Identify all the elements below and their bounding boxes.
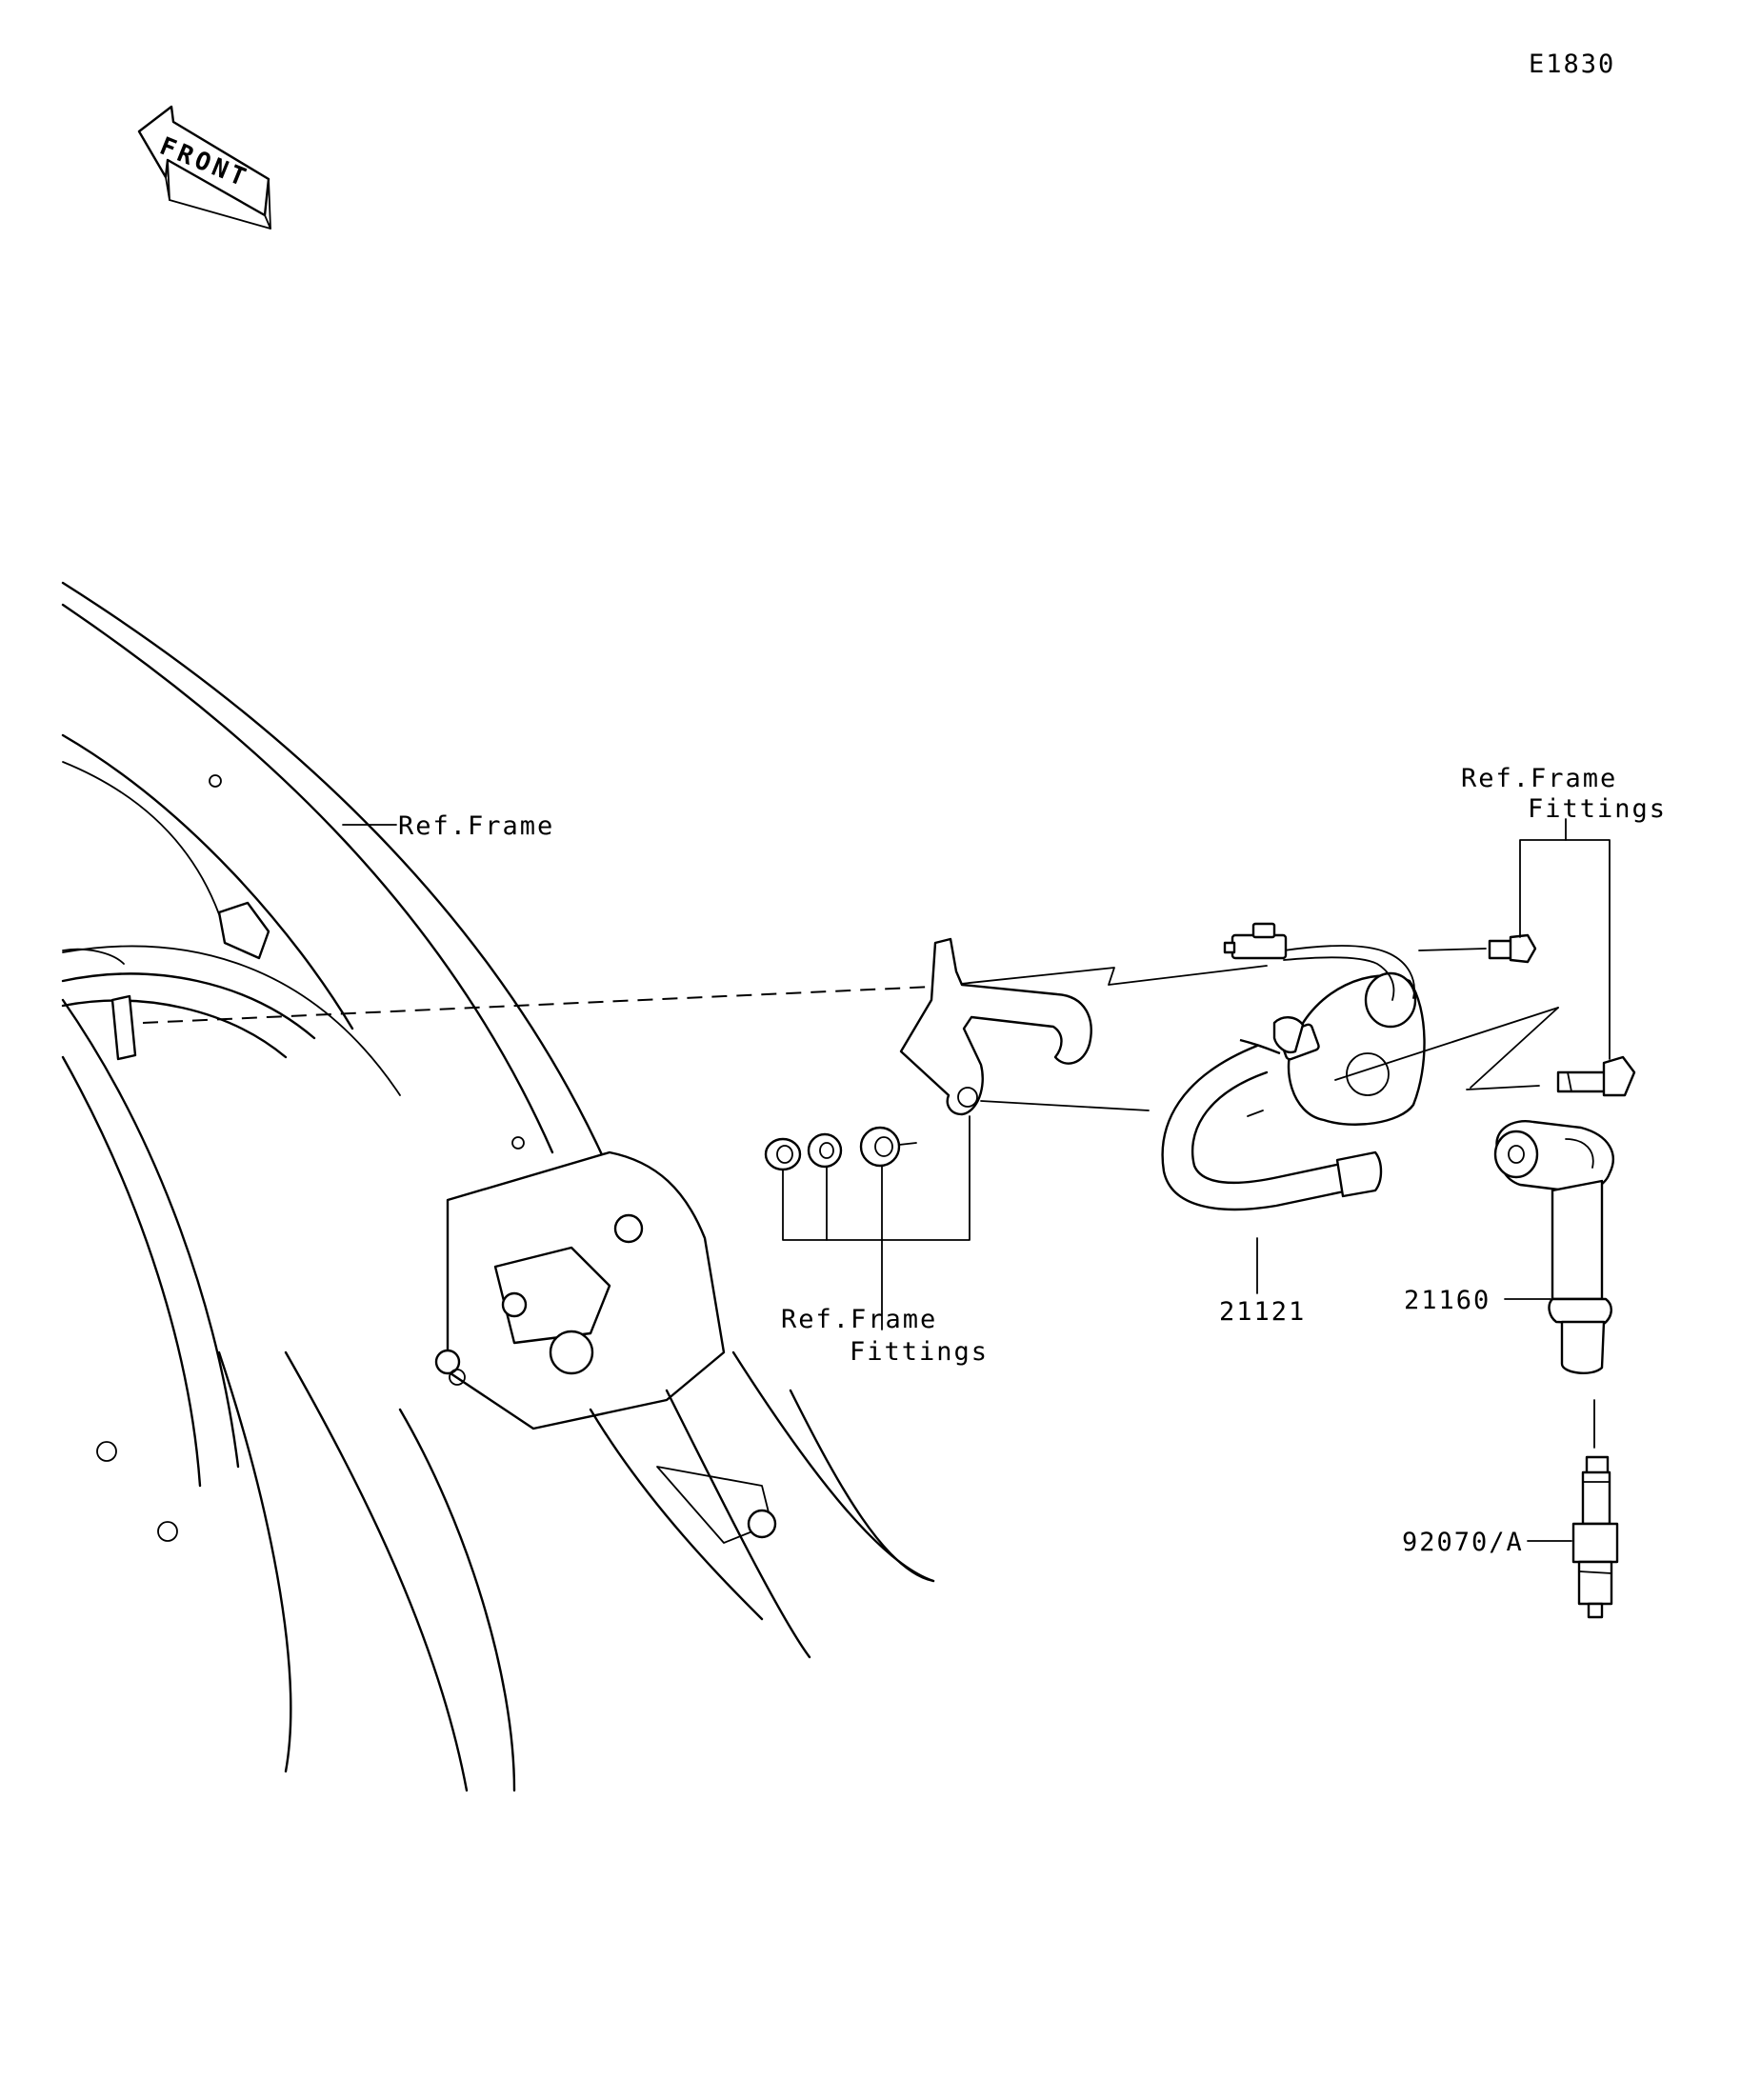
spark-plug-cap bbox=[1493, 1120, 1614, 1374]
coil-bracket bbox=[899, 937, 1092, 1116]
fittings-right bbox=[1488, 818, 1636, 1097]
washer bbox=[807, 1132, 843, 1169]
fittings-right-label-1: Ref.Frame bbox=[1461, 764, 1617, 793]
part-21160-label: 21160 bbox=[1404, 1286, 1491, 1315]
bolt-lower bbox=[1556, 1055, 1636, 1097]
frame bbox=[61, 581, 935, 1792]
fittings-left-label-1: Ref.Frame bbox=[781, 1305, 937, 1334]
fittings-left bbox=[764, 1115, 971, 1330]
alignment-dash bbox=[142, 986, 934, 1024]
ref-frame-label: Ref.Frame bbox=[398, 811, 554, 841]
diagram-code: E1830 bbox=[1529, 50, 1615, 79]
part-92070a-label: 92070/A bbox=[1402, 1528, 1524, 1557]
part-21121-label: 21121 bbox=[1219, 1297, 1306, 1327]
fittings-left-label-2: Fittings bbox=[850, 1337, 989, 1367]
nut bbox=[764, 1137, 802, 1171]
front-arrow-icon: FRONT bbox=[137, 105, 271, 230]
bolt-upper bbox=[1488, 933, 1537, 964]
spark-plug bbox=[1571, 1455, 1619, 1619]
grommet bbox=[859, 1126, 917, 1168]
fittings-right-label-2: Fittings bbox=[1528, 794, 1667, 824]
ignition-coil bbox=[1161, 922, 1426, 1211]
